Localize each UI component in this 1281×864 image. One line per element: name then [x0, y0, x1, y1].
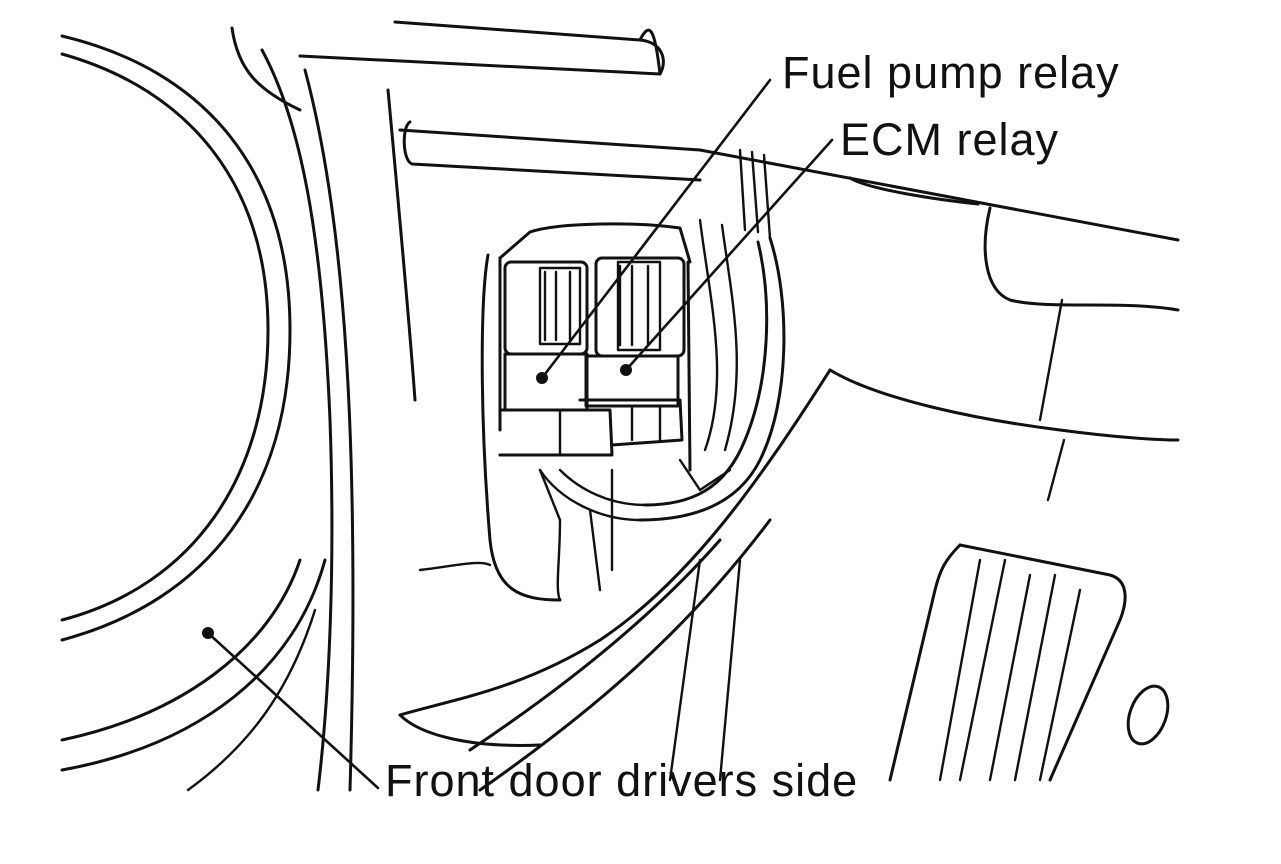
ecm-relay: [578, 256, 686, 447]
leader-lines: [202, 78, 834, 790]
accelerator-pedal: [888, 543, 1170, 782]
front-door-label: Front door drivers side: [385, 755, 858, 806]
fuel-pump-relay-label: Fuel pump relay: [782, 47, 1120, 98]
ecm-relay-marker: [620, 364, 632, 376]
dashboard-frame: [230, 20, 1180, 792]
wiring-harness: [538, 148, 786, 522]
fuel-pump-relay-marker: [536, 372, 548, 384]
front-door-marker: [202, 627, 214, 639]
ecm-relay-label: ECM relay: [840, 114, 1059, 165]
relay-bracket: [480, 222, 692, 602]
fuel-pump-relay: [498, 260, 614, 457]
kick-panel: [398, 368, 832, 792]
steering-wheel-arcs: [60, 34, 327, 792]
